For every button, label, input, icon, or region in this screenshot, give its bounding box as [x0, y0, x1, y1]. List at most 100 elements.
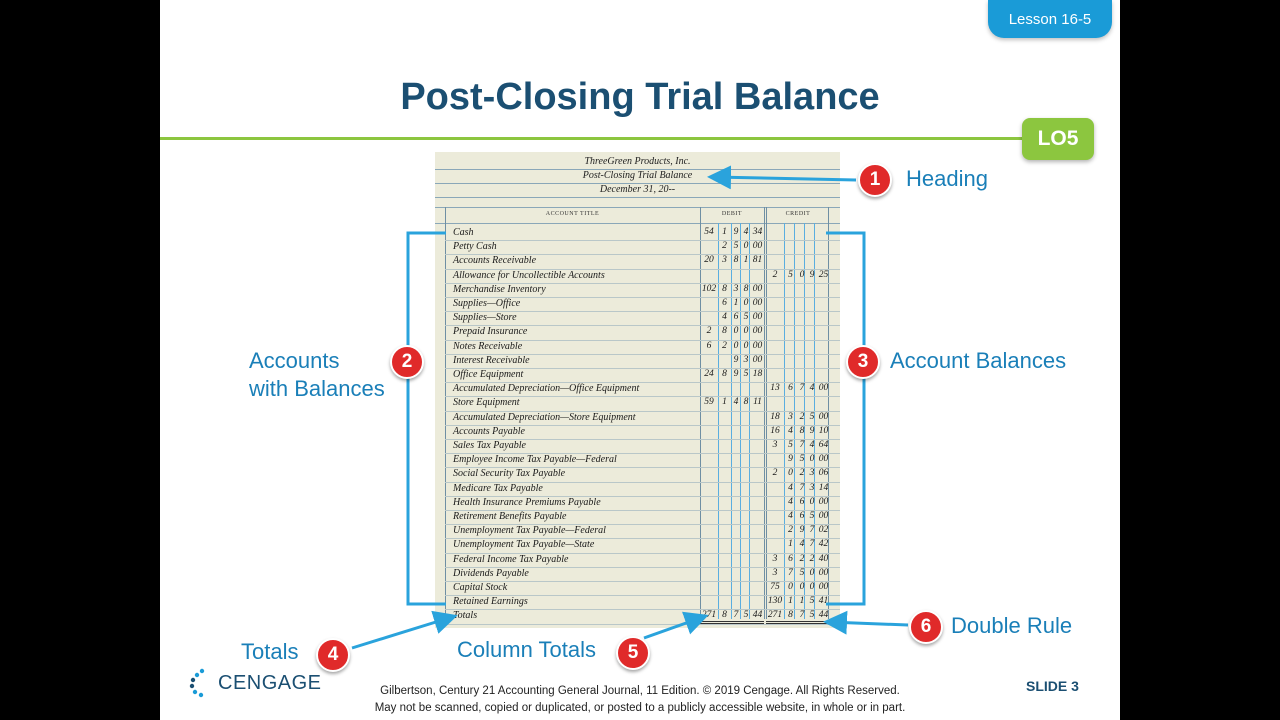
row-rule	[445, 566, 840, 568]
column-rule	[784, 223, 785, 619]
column-rule	[700, 207, 701, 619]
col-account-title: ACCOUNT TITLE	[545, 211, 600, 217]
account-title: Allowance for Uncollectible Accounts	[453, 269, 605, 281]
column-rule	[814, 223, 815, 619]
company-name: ThreeGreen Products, Inc.	[584, 156, 691, 167]
row-rule	[445, 623, 840, 625]
account-title: Accounts Payable	[453, 425, 525, 437]
callout-2-label-line1: Accounts	[249, 348, 340, 373]
callout-arrows	[351, 165, 909, 650]
lo-badge: LO5	[1022, 118, 1094, 160]
account-title: Sales Tax Payable	[453, 440, 526, 451]
account-title: Office Equipment	[453, 369, 524, 380]
row-rule	[445, 240, 840, 242]
account-title: Accounts Receivable	[453, 255, 537, 267]
heading-rule	[435, 197, 840, 198]
row-rule	[445, 325, 840, 327]
column-rule	[804, 223, 805, 619]
callout-3-label: Account Balances	[890, 348, 1067, 373]
header-bottom-rule	[435, 223, 840, 224]
row-rule	[445, 339, 840, 341]
row-rule	[445, 368, 840, 369]
heading-rule	[435, 183, 840, 184]
account-title: Unemployment Tax Payable—State	[453, 539, 595, 551]
trial-balance-form: ThreeGreen Products, Inc. Post-Closing T…	[435, 152, 840, 628]
col-debit: DEBIT	[721, 211, 743, 217]
account-title: Interest Receivable	[453, 354, 530, 366]
row-rule	[445, 410, 840, 412]
account-title: Social Security Tax Payable	[453, 468, 566, 480]
row-rule	[445, 254, 840, 256]
row-rule	[445, 382, 840, 384]
row-rule	[445, 268, 840, 270]
row-rule	[445, 538, 840, 540]
account-title: Petty Cash	[453, 241, 497, 253]
callout-1-badge: 1	[858, 163, 892, 197]
report-name: Post-Closing Trial Balance	[582, 170, 693, 181]
account-title: Totals	[453, 610, 478, 622]
account-title: Cash	[453, 227, 474, 238]
row-rule	[445, 595, 840, 597]
row-rule	[445, 581, 840, 582]
callout-2-badge: 2	[390, 345, 424, 379]
row-rule	[445, 453, 840, 455]
account-title: Federal Income Tax Payable	[453, 553, 569, 565]
row-rule	[445, 439, 840, 440]
callout-6-badge: 6	[909, 610, 943, 644]
footer-line-2: May not be scanned, copied or duplicated…	[374, 702, 906, 714]
report-date: December 31, 20--	[599, 184, 676, 195]
copyright-footer: Gilbertson, Century 21 Accounting Genera…	[335, 683, 945, 717]
arrow-heading	[707, 165, 857, 190]
column-rule	[794, 223, 795, 619]
row-rule	[445, 481, 840, 483]
double-rule-credit	[766, 623, 830, 624]
row-rule	[445, 495, 840, 497]
lesson-tab: Lesson 16-5	[988, 0, 1112, 38]
callout-4-label: Totals	[241, 639, 299, 664]
row-rule	[445, 353, 840, 355]
row-rule	[445, 396, 840, 398]
account-title: Retained Earnings	[453, 596, 528, 608]
row-rule	[445, 510, 840, 511]
double-rule-credit	[766, 621, 830, 622]
account-title: Merchandise Inventory	[453, 283, 546, 295]
col-credit: CREDIT	[785, 211, 811, 217]
heading-rule	[435, 169, 840, 170]
row-rule	[445, 609, 840, 611]
row-rule	[445, 424, 840, 426]
column-rule	[766, 207, 767, 619]
column-rule	[718, 223, 719, 619]
double-rule-debit	[700, 621, 764, 622]
account-title: Accumulated Depreciation—Office Equipmen…	[453, 383, 640, 395]
footer-line-1: Gilbertson, Century 21 Accounting Genera…	[380, 685, 900, 697]
row-rule	[445, 552, 840, 554]
column-rule	[764, 207, 765, 619]
callout-1-label: Heading	[906, 166, 988, 191]
account-title: Retirement Benefits Payable	[453, 511, 567, 522]
arrow-column-totals	[643, 611, 709, 640]
column-rule	[740, 223, 741, 619]
callout-4-badge: 4	[316, 638, 350, 672]
row-rule	[445, 467, 840, 469]
